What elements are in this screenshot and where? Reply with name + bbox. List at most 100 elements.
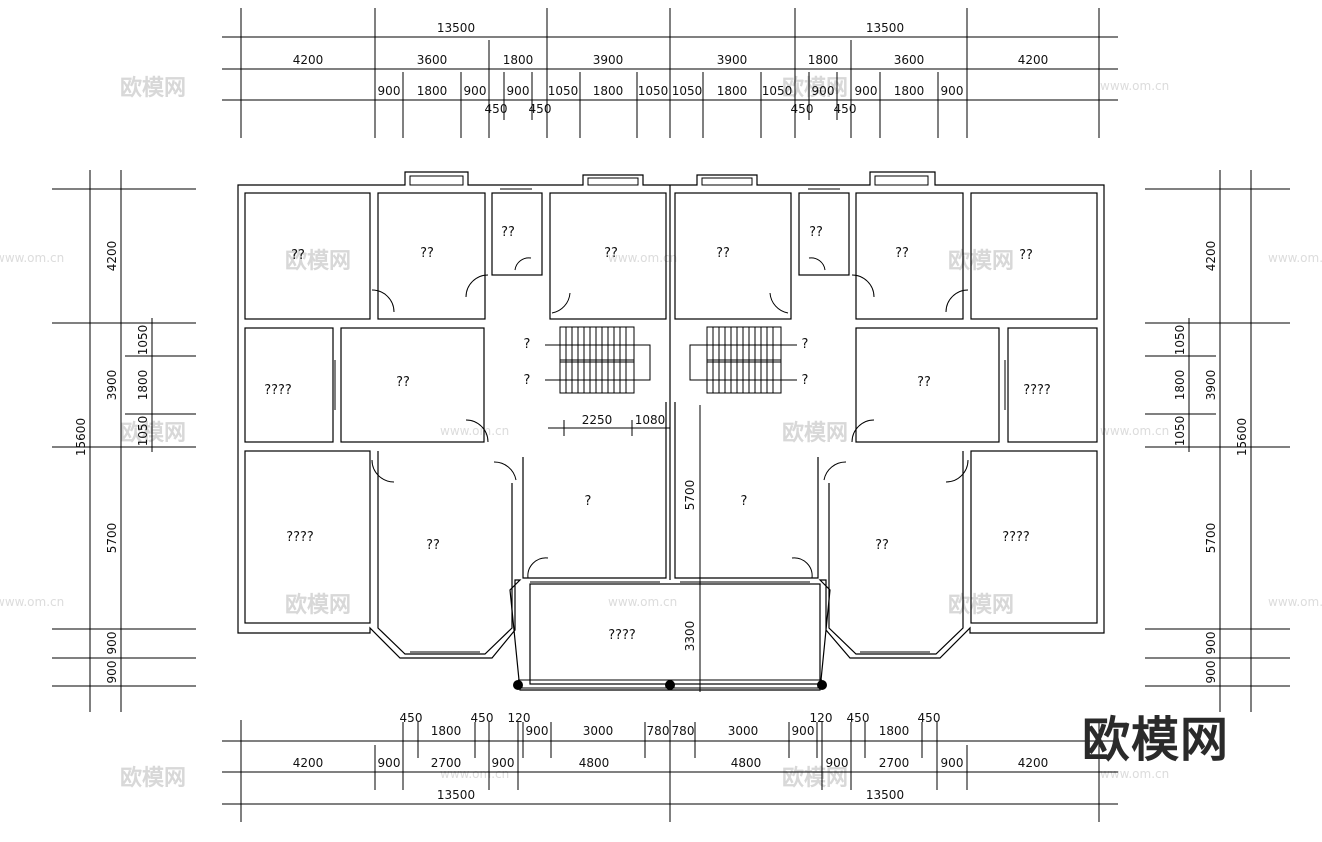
dim-text: 1800 xyxy=(879,724,910,738)
watermark: 欧模网 xyxy=(120,75,186,101)
dim-text: 3000 xyxy=(583,724,614,738)
right-dimension-lines xyxy=(1145,170,1290,712)
dim-text: 900 xyxy=(464,84,487,98)
room-label: ? xyxy=(585,494,592,509)
room-label: ?? xyxy=(426,538,440,553)
dim-text: 4200 xyxy=(1018,53,1049,67)
dim-text: 3300 xyxy=(683,621,697,652)
dim-text: 900 xyxy=(792,724,815,738)
dim-text: 450 xyxy=(400,711,423,725)
room-labels: ?? ?? ?? ?? ?? ?? ?? ?? ???? ?? ?? ???? … xyxy=(264,225,1051,643)
dim-text: 900 xyxy=(507,84,530,98)
room-label: ?? xyxy=(809,225,823,240)
watermark: 欧模网 xyxy=(782,420,848,446)
dim-text: 1080 xyxy=(635,413,666,427)
dim-text: 15600 xyxy=(74,418,88,456)
watermark: www.om.cn xyxy=(608,595,677,609)
dim-text: 900 xyxy=(378,84,401,98)
watermark: www.om.cn xyxy=(0,595,64,609)
left-dimension-lines xyxy=(52,170,196,712)
dim-text: 900 xyxy=(1204,661,1218,684)
room-label: ?? xyxy=(396,375,410,390)
room-label: ?? xyxy=(1019,248,1033,263)
dim-text: 4800 xyxy=(579,756,610,770)
room-label: ?? xyxy=(875,538,889,553)
watermark: 欧模网 xyxy=(120,765,186,791)
dim-text: 450 xyxy=(834,102,857,116)
dim-text: 900 xyxy=(941,756,964,770)
watermark: www.om.cn xyxy=(440,424,509,438)
dim-text: 1050 xyxy=(136,325,150,356)
room-label: ?? xyxy=(291,248,305,263)
dim-text: 1050 xyxy=(672,84,703,98)
room-label: ???? xyxy=(1002,530,1030,545)
dim-text: 900 xyxy=(105,632,119,655)
interior-dimension-texts: 2250 1080 5700 3300 xyxy=(582,413,697,651)
watermark: 欧模网 xyxy=(120,420,186,446)
watermark: 欧模网 xyxy=(285,592,351,618)
right-dimension-texts: 4200 1050 3900 1800 1050 15600 5700 900 … xyxy=(1173,241,1249,684)
room-label: ???? xyxy=(286,530,314,545)
top-dimension-texts: 13500 13500 4200 3600 1800 3900 3900 180… xyxy=(293,21,1049,116)
dim-text: 450 xyxy=(791,102,814,116)
dim-text: 900 xyxy=(105,661,119,684)
dim-text: 120 xyxy=(810,711,833,725)
room-label: ? xyxy=(802,373,809,388)
interior-dimension-lines xyxy=(548,405,707,692)
dim-text: 4800 xyxy=(731,756,762,770)
watermark: www.om.cn xyxy=(1100,424,1169,438)
dim-text: 5700 xyxy=(683,480,697,511)
dim-text: 1050 xyxy=(548,84,579,98)
watermark: 欧模网 xyxy=(782,765,848,791)
room-label: ???? xyxy=(1023,383,1051,398)
room-label: ? xyxy=(802,337,809,352)
room-label: ?? xyxy=(716,246,730,261)
bottom-dimension-lines xyxy=(222,720,1118,822)
dim-text: 1050 xyxy=(1173,416,1187,447)
dim-text: 4200 xyxy=(1018,756,1049,770)
dim-text: 450 xyxy=(471,711,494,725)
dim-text: 780 xyxy=(672,724,695,738)
bay-windows xyxy=(334,175,1006,689)
stairs xyxy=(545,326,797,394)
dim-text: 4200 xyxy=(1204,241,1218,272)
dim-text: 900 xyxy=(826,756,849,770)
bottom-dimension-texts: 450 1800 450 120 900 3000 780 780 3000 9… xyxy=(293,711,1049,802)
dim-text: 4200 xyxy=(293,53,324,67)
dim-text: 5700 xyxy=(1204,523,1218,554)
dim-text: 900 xyxy=(812,84,835,98)
dim-text: 450 xyxy=(918,711,941,725)
room-label: ?? xyxy=(604,246,618,261)
room-label: ???? xyxy=(608,628,636,643)
dim-text: 3600 xyxy=(894,53,925,67)
dim-text: 900 xyxy=(378,756,401,770)
top-dimension-lines xyxy=(222,8,1118,138)
dim-text: 4200 xyxy=(105,241,119,272)
dim-text: 15600 xyxy=(1235,418,1249,456)
room-label: ???? xyxy=(264,383,292,398)
room-label: ?? xyxy=(420,246,434,261)
dim-text: 1800 xyxy=(1173,370,1187,401)
watermark: www.om.cn xyxy=(1100,79,1169,93)
dim-text: 13500 xyxy=(437,788,475,802)
column xyxy=(665,680,675,690)
dim-text: 1800 xyxy=(136,370,150,401)
watermark: 欧模网 xyxy=(948,248,1014,274)
doors xyxy=(371,257,969,579)
dim-text: 3000 xyxy=(728,724,759,738)
dim-text: 2700 xyxy=(879,756,910,770)
watermark: 欧模网 xyxy=(948,592,1014,618)
dim-text: 900 xyxy=(1204,632,1218,655)
dim-text: 1800 xyxy=(593,84,624,98)
room-label: ?? xyxy=(917,375,931,390)
room-label: ? xyxy=(524,337,531,352)
dim-text: 1050 xyxy=(1173,325,1187,356)
columns xyxy=(513,680,827,690)
column xyxy=(513,680,523,690)
watermark: 欧模网 xyxy=(285,248,351,274)
dim-text: 1050 xyxy=(136,416,150,447)
dim-text: 3600 xyxy=(417,53,448,67)
dim-text: 1050 xyxy=(762,84,793,98)
dim-text: 900 xyxy=(855,84,878,98)
